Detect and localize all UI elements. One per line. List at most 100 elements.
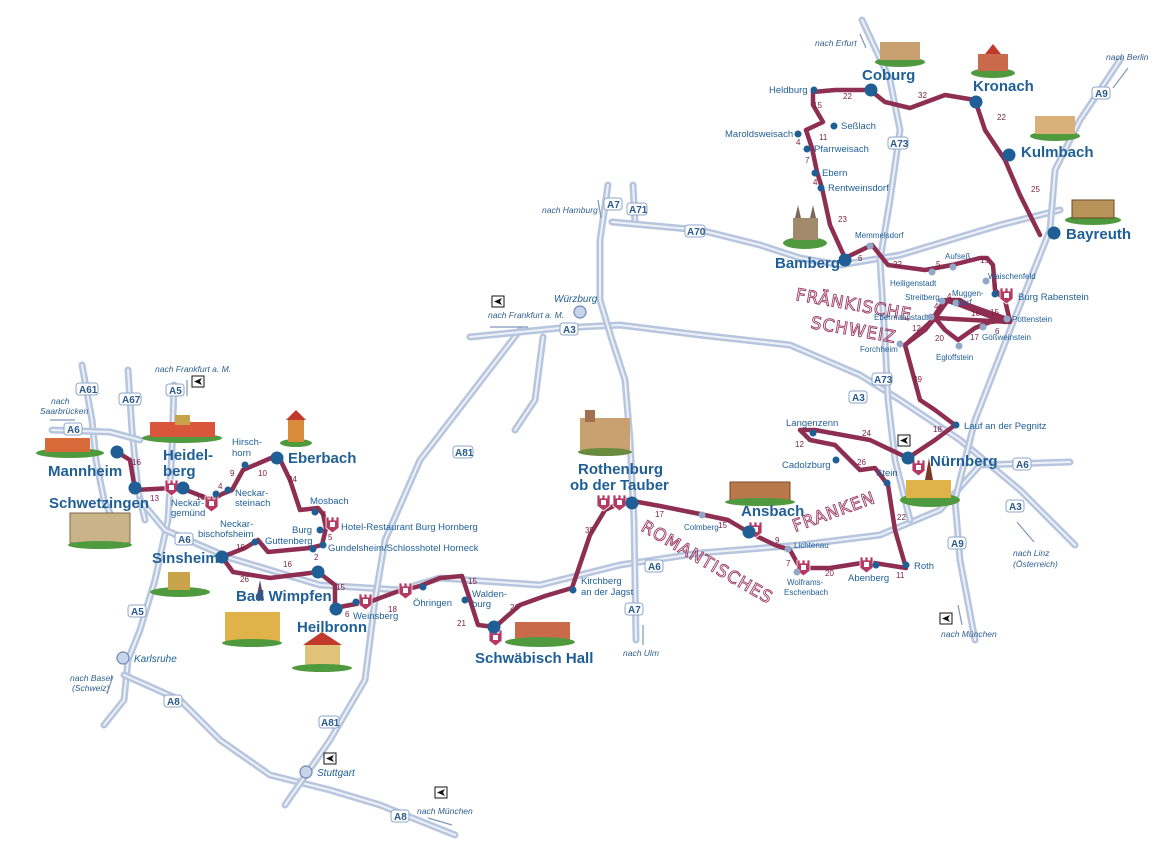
node-waischenfeld[interactable] (982, 277, 990, 285)
node-forchheim[interactable] (896, 340, 904, 348)
arrow-northeast-icon (1112, 67, 1129, 89)
castle-badge-icon[interactable] (204, 495, 219, 513)
place-kirchberg-2: an der Jagst (581, 587, 634, 598)
bamberg-cathedral-illustration (783, 205, 827, 249)
node-eberbach[interactable] (270, 451, 284, 465)
node-sinsheim[interactable] (215, 550, 229, 564)
castle-badge-icon[interactable] (999, 287, 1014, 305)
node-rentweinsdorf[interactable] (817, 184, 825, 192)
node-streitberg[interactable] (938, 297, 946, 305)
node-aufsess[interactable] (949, 263, 957, 271)
ref-node-karlsruhe[interactable] (116, 651, 130, 665)
node-abenberg[interactable] (872, 561, 880, 569)
castle-badge-icon[interactable] (859, 556, 874, 574)
node-maroldsweisach[interactable] (794, 130, 802, 138)
kulmbach-plassenburg-illustration (1030, 116, 1080, 141)
node-goessweinstein[interactable] (979, 323, 987, 331)
distance-label-schwetzingen-heidelberg: 13 (150, 494, 159, 503)
node-wolframs-eschenbach[interactable] (793, 568, 801, 576)
node-weinsberg[interactable] (352, 598, 360, 606)
place-neckarbischofsheim-1: Neckar- (220, 519, 253, 530)
place-aufsess: Aufseß (945, 252, 970, 261)
node-oehringen[interactable] (419, 583, 427, 591)
node-cadolzburg[interactable] (832, 456, 840, 464)
ref-node-stuttgart[interactable] (299, 765, 313, 779)
node-colmberg[interactable] (698, 511, 706, 519)
castle-badge-icon[interactable] (358, 593, 373, 611)
arrow-southeast-icon (1016, 521, 1035, 543)
node-mannheim[interactable] (110, 445, 124, 459)
node-nuernberg[interactable] (901, 451, 915, 465)
node-memmelsdorf[interactable] (866, 242, 874, 250)
node-roth[interactable] (902, 561, 910, 569)
ref-node-wuerzburg[interactable] (573, 305, 587, 319)
distance-label-ebermannstadt-egloffstein: 20 (935, 334, 944, 343)
place-rentweinsdorf: Rentweinsdorf (828, 183, 889, 194)
node-mosbach[interactable] (311, 508, 319, 516)
node-neckargemuend[interactable] (212, 490, 220, 498)
node-bamberg[interactable] (838, 253, 852, 267)
node-neckarsteinach[interactable] (224, 486, 232, 494)
place-burg-guttenberg-1: Burg (292, 525, 312, 536)
node-burg-rabenstein[interactable] (991, 290, 999, 298)
node-sesslach[interactable] (830, 122, 838, 130)
node-heidelberg[interactable] (176, 481, 190, 495)
place-heiligenstadt: Heiligenstadt (890, 279, 937, 288)
castle-badge-icon[interactable] (596, 494, 611, 512)
place-heldburg: Heldburg (769, 85, 808, 96)
svg-text:A8: A8 (167, 697, 180, 708)
shield-a71: A71 (626, 202, 648, 216)
node-schwetzingen[interactable] (128, 481, 142, 495)
node-burg-guttenberg[interactable] (316, 526, 324, 534)
node-muggendorf[interactable] (952, 299, 960, 307)
node-pottenstein[interactable] (1003, 315, 1011, 323)
node-schwaebisch-hall[interactable] (487, 620, 501, 634)
castle-badge-icon[interactable] (398, 582, 413, 600)
distance-label-weinsberg-oehringen: 18 (388, 605, 397, 614)
city-heilbronn: Heilbronn (297, 619, 367, 636)
node-hirschhorn[interactable] (241, 461, 249, 469)
castle-badge-icon[interactable] (911, 459, 926, 477)
city-kulmbach: Kulmbach (1021, 144, 1094, 161)
place-waldenburg-2: burg (472, 599, 491, 610)
svg-text:A9: A9 (1095, 89, 1108, 100)
node-ebern[interactable] (811, 169, 819, 177)
distance-label-lichtenau-wolframseschenbach: 7 (786, 559, 791, 568)
node-bayreuth[interactable] (1047, 226, 1061, 240)
schwaebisch-hall-illustration (505, 622, 575, 647)
node-heilbronn[interactable] (329, 602, 343, 616)
distance-label-memmelsdorf-bamberg: 6 (858, 254, 863, 263)
bayreuth-illustration (1065, 199, 1121, 225)
distance-label-ebermannstadt-streitberg: 4 (934, 302, 939, 311)
node-neckarbischofsheim[interactable] (251, 538, 259, 546)
distance-label-rothenburg-colmberg: 17 (655, 510, 664, 519)
node-waldenburg[interactable] (461, 596, 469, 604)
node-coburg[interactable] (864, 83, 878, 97)
node-lauf[interactable] (952, 421, 960, 429)
node-langenzenn[interactable] (809, 429, 817, 437)
direction-nach-frankfurt-west: nach Frankfurt a. M. (155, 364, 231, 374)
node-guttenberg-junction[interactable] (309, 545, 317, 553)
node-rothenburg[interactable] (625, 496, 639, 510)
node-heldburg[interactable] (810, 86, 818, 94)
distance-label-cadolzburg-langenzenn: 12 (795, 440, 804, 449)
castle-badge-icon[interactable] (612, 494, 627, 512)
node-stein[interactable] (883, 479, 891, 487)
node-heiligenstadt[interactable] (928, 268, 936, 276)
node-egloffstein[interactable] (955, 342, 963, 350)
node-ebermannstadt[interactable] (927, 313, 935, 321)
castle-badge-icon[interactable] (164, 479, 179, 497)
castle-road-route (114, 87, 1043, 630)
node-lichtenau[interactable] (784, 545, 792, 553)
castle-badge-icon[interactable] (325, 516, 340, 534)
node-ansbach[interactable] (742, 525, 756, 539)
distance-label-roth-stein: 22 (897, 513, 906, 522)
node-pfarrweisach[interactable] (803, 145, 811, 153)
node-kulmbach[interactable] (1002, 148, 1016, 162)
node-bad-wimpfen[interactable] (311, 565, 325, 579)
distance-label-mannheim-schwetzingen: 16 (132, 458, 141, 467)
node-kirchberg[interactable] (569, 586, 577, 594)
airport-icon (434, 786, 448, 799)
node-kronach[interactable] (969, 95, 983, 109)
node-gundelsheim[interactable] (319, 541, 327, 549)
